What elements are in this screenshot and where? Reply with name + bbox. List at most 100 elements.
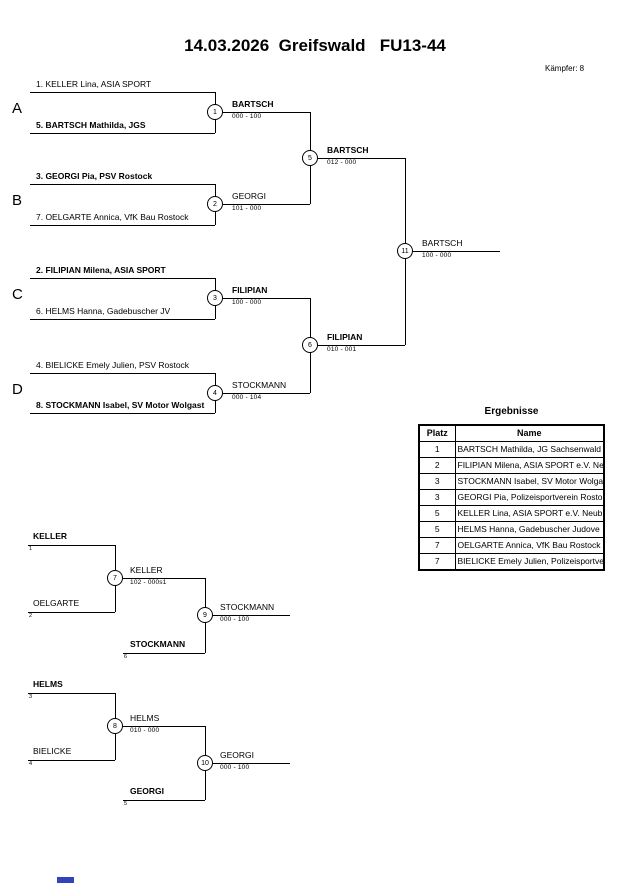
match-number: 10 <box>201 759 209 767</box>
rep-slot-helms: HELMS <box>33 679 63 689</box>
winner-name-m4: STOCKMANN <box>232 380 287 390</box>
rep-seed-stockmann: 6 <box>124 654 128 660</box>
bracket-hline <box>28 545 115 546</box>
result-name: BIELICKE Emely Julien, Polizeisportve <box>454 553 605 571</box>
bracket-hline <box>30 278 215 279</box>
bracket-hline <box>123 800 205 801</box>
match-score-m10: 000 - 100 <box>220 764 250 771</box>
slot-name-bielicke: 4. BIELICKE Emely Julien, PSV Rostock <box>36 360 190 370</box>
footer-link-mark[interactable] <box>57 877 74 883</box>
results-row: 3 STOCKMANN Isabel, SV Motor Wolgas <box>418 473 605 490</box>
rep-seed-bielicke: 4 <box>29 761 33 767</box>
match-number-badge-m9: 9 <box>197 607 213 623</box>
match-number-badge-m3: 3 <box>207 290 223 306</box>
rep-slot-stockmann: STOCKMANN <box>130 639 186 649</box>
bracket-hline <box>213 763 290 764</box>
rep-slot-georgi: GEORGI <box>130 786 165 796</box>
match-number: 4 <box>213 389 217 397</box>
result-place: 3 <box>418 489 456 506</box>
pool-letter-a: A <box>12 100 23 117</box>
rep-slot-oelgarte: OELGARTE <box>33 598 80 608</box>
bracket-hline <box>213 615 290 616</box>
result-name: BARTSCH Mathilda, JG Sachsenwald <box>454 441 605 458</box>
results-row: 5 HELMS Hanna, Gadebuscher Judove <box>418 521 605 538</box>
match-number-badge-m4: 4 <box>207 385 223 401</box>
result-place: 5 <box>418 521 456 538</box>
slot-name-bartsch: 5. BARTSCH Mathilda, JGS <box>36 120 146 130</box>
rep-slot-keller: KELLER <box>33 531 67 541</box>
match-number: 1 <box>213 108 217 116</box>
bracket-hline <box>318 345 405 346</box>
result-place: 3 <box>418 473 456 490</box>
rep-seed-helms: 3 <box>29 694 33 700</box>
result-place: 7 <box>418 537 456 554</box>
winner-name-m6: FILIPIAN <box>327 332 363 342</box>
rep-seed-keller: 1 <box>29 546 33 552</box>
bracket-hline <box>318 158 405 159</box>
results-row: 3 GEORGI Pia, Polizeisportverein Rosto <box>418 489 605 506</box>
match-number-badge-m10: 10 <box>197 755 213 771</box>
result-place: 2 <box>418 457 456 474</box>
match-score-m1: 000 - 100 <box>232 113 262 120</box>
bracket-hline <box>223 204 310 205</box>
slot-name-keller: 1. KELLER Lina, ASIA SPORT <box>36 79 152 89</box>
bracket-hline <box>28 612 115 613</box>
results-row: 1 BARTSCH Mathilda, JG Sachsenwald <box>418 441 605 458</box>
results-row: 7 OELGARTE Annica, VfK Bau Rostock <box>418 537 605 554</box>
match-number: 9 <box>203 611 207 619</box>
bracket-hline <box>30 373 215 374</box>
results-row: 7 BIELICKE Emely Julien, Polizeisportve <box>418 553 605 571</box>
pool-letter-d: D <box>12 381 23 398</box>
winner-name-m11: BARTSCH <box>422 238 463 248</box>
match-number: 11 <box>401 247 409 255</box>
bracket-hline <box>28 693 115 694</box>
match-number: 8 <box>113 722 117 730</box>
fighter-count-label: Kämpfer: 8 <box>545 64 585 73</box>
match-number: 7 <box>113 574 117 582</box>
bracket-hline <box>123 726 205 727</box>
match-number-badge-m8: 8 <box>107 718 123 734</box>
match-score-m6: 010 - 001 <box>327 346 357 353</box>
winner-name-m3: FILIPIAN <box>232 285 268 295</box>
pool-letter-b: B <box>12 192 23 209</box>
match-number-badge-m6: 6 <box>302 337 318 353</box>
match-score-m9: 000 - 100 <box>220 616 250 623</box>
match-number: 3 <box>213 294 217 302</box>
bracket-hline <box>123 578 205 579</box>
match-score-m11: 100 - 000 <box>422 252 452 259</box>
bracket-hline <box>223 298 310 299</box>
results-row: 5 KELLER Lina, ASIA SPORT e.V. Neub <box>418 505 605 522</box>
results-title: Ergebnisse <box>484 406 539 417</box>
bracket-hline <box>30 225 215 226</box>
page-title: 14.03.2026 Greifswald FU13-44 <box>184 36 446 55</box>
result-name: KELLER Lina, ASIA SPORT e.V. Neub <box>454 505 605 522</box>
slot-name-stockmann: 8. STOCKMANN Isabel, SV Motor Wolgast <box>36 400 205 410</box>
bracket-hline <box>30 133 215 134</box>
match-score-m7: 102 - 000s1 <box>130 579 167 586</box>
bracket-hline <box>123 653 205 654</box>
result-place: 1 <box>418 441 456 458</box>
match-number-badge-m11: 11 <box>397 243 413 259</box>
results-header-row: Platz Name <box>418 424 605 442</box>
rep-seed-georgi: 5 <box>124 801 128 807</box>
rep-seed-oelgarte: 2 <box>29 613 33 619</box>
pool-letter-c: C <box>12 286 23 303</box>
match-number-badge-m5: 5 <box>302 150 318 166</box>
results-row: 2 FILIPIAN Milena, ASIA SPORT e.V. Neu <box>418 457 605 474</box>
match-score-m8: 010 - 000 <box>130 727 160 734</box>
bracket-hline <box>28 760 115 761</box>
result-place: 5 <box>418 505 456 522</box>
match-number: 6 <box>308 341 312 349</box>
result-name: HELMS Hanna, Gadebuscher Judove <box>454 521 605 538</box>
bracket-hline <box>30 184 215 185</box>
winner-name-m7: KELLER <box>130 565 163 575</box>
match-number-badge-m2: 2 <box>207 196 223 212</box>
bracket-hline <box>223 393 310 394</box>
results-header-platz: Platz <box>418 424 456 442</box>
results-header-name: Name <box>454 424 605 442</box>
slot-name-oelgarte: 7. OELGARTE Annica, VfK Bau Rostock <box>36 212 189 222</box>
bracket-hline <box>413 251 500 252</box>
result-name: STOCKMANN Isabel, SV Motor Wolgas <box>454 473 605 490</box>
bracket-hline <box>30 413 215 414</box>
winner-name-m5: BARTSCH <box>327 145 369 155</box>
